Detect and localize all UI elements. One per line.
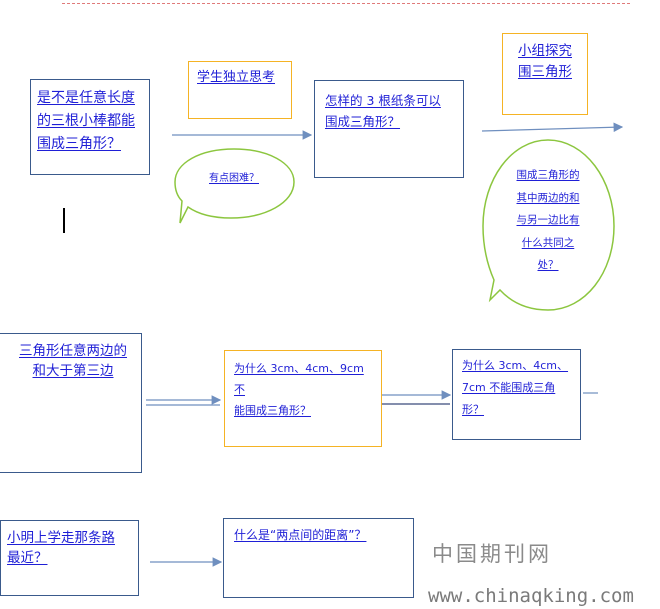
node-think-alone-text: 学生独立思考 — [197, 70, 276, 85]
node-two-sides-rule[interactable]: 三角形任意两边的 和大于第三边 — [0, 333, 142, 473]
top-dashed-line — [62, 3, 630, 4]
node-xiaoming-path-text: 小明上学走那条路 最近？ — [7, 530, 115, 566]
watermark-cn: 中国期刊网 — [432, 542, 552, 566]
node-which-strips-text: 怎样的 3 根纸条可以 围成三角形？ — [325, 93, 441, 129]
ellipse-common-feature — [482, 139, 615, 311]
arrow-which-to-group — [481, 122, 624, 133]
node-common-feature[interactable]: 围成三角形的 其中两边的和 与另一边比有 什么共同之 处？ — [505, 164, 591, 277]
node-why-3-4-9-text: 为什么 3cm、4cm、9cm 不 能围成三角形？ — [234, 362, 364, 417]
node-why-3-4-9[interactable]: 为什么 3cm、4cm、9cm 不 能围成三角形？ — [224, 350, 382, 447]
ellipse-bit-difficult — [174, 148, 295, 224]
node-which-strips[interactable]: 怎样的 3 根纸条可以 围成三角形？ — [314, 80, 464, 178]
watermark-en: www.chinaqking.com — [428, 585, 634, 607]
node-two-sides-rule-text: 三角形任意两边的 和大于第三边 — [19, 343, 127, 379]
node-any-length[interactable]: 是不是任意长度 的三根小棒都能 围成三角形？ — [30, 79, 150, 175]
node-think-alone[interactable]: 学生独立思考 — [188, 61, 292, 119]
node-common-feature-text: 围成三角形的 其中两边的和 与另一边比有 什么共同之 处？ — [516, 169, 580, 271]
node-xiaoming-path[interactable]: 小明上学走那条路 最近？ — [0, 520, 139, 596]
node-two-point-distance[interactable]: 什么是“两点间的距离”？ — [223, 518, 414, 598]
node-group-explore[interactable]: 小组探究 围三角形 — [502, 33, 588, 115]
node-why-3-4-7[interactable]: 为什么 3cm、4cm、 7cm 不能围成三角 形？ — [452, 349, 581, 440]
node-group-explore-text: 小组探究 围三角形 — [518, 43, 572, 80]
node-two-point-distance-text: 什么是“两点间的距离”？ — [234, 528, 367, 542]
node-bit-difficult-text: 有点困难？ — [209, 173, 259, 184]
text-cursor — [63, 208, 65, 233]
node-bit-difficult[interactable]: 有点困难？ — [192, 172, 276, 186]
node-why-3-4-7-text: 为什么 3cm、4cm、 7cm 不能围成三角 形？ — [462, 359, 569, 416]
node-any-length-text: 是不是任意长度 的三根小棒都能 围成三角形？ — [37, 90, 135, 152]
